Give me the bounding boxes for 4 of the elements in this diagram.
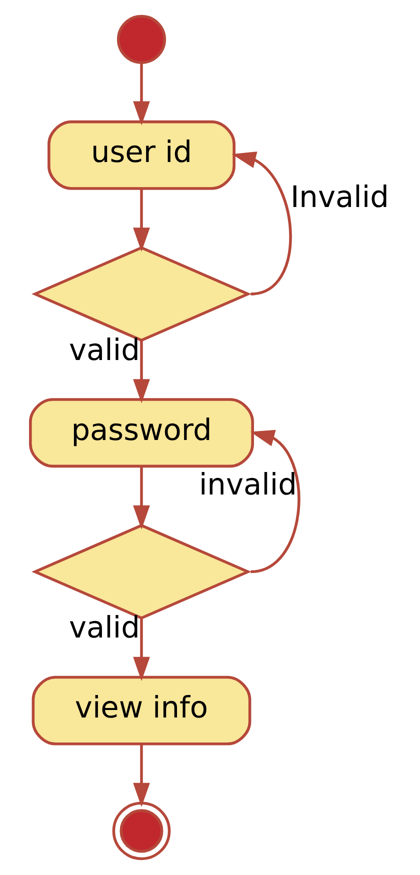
edge-label: invalid xyxy=(198,467,296,502)
edge-label: valid xyxy=(68,610,140,645)
edge-label: Invalid xyxy=(290,180,388,214)
edge-label: valid xyxy=(68,332,140,367)
